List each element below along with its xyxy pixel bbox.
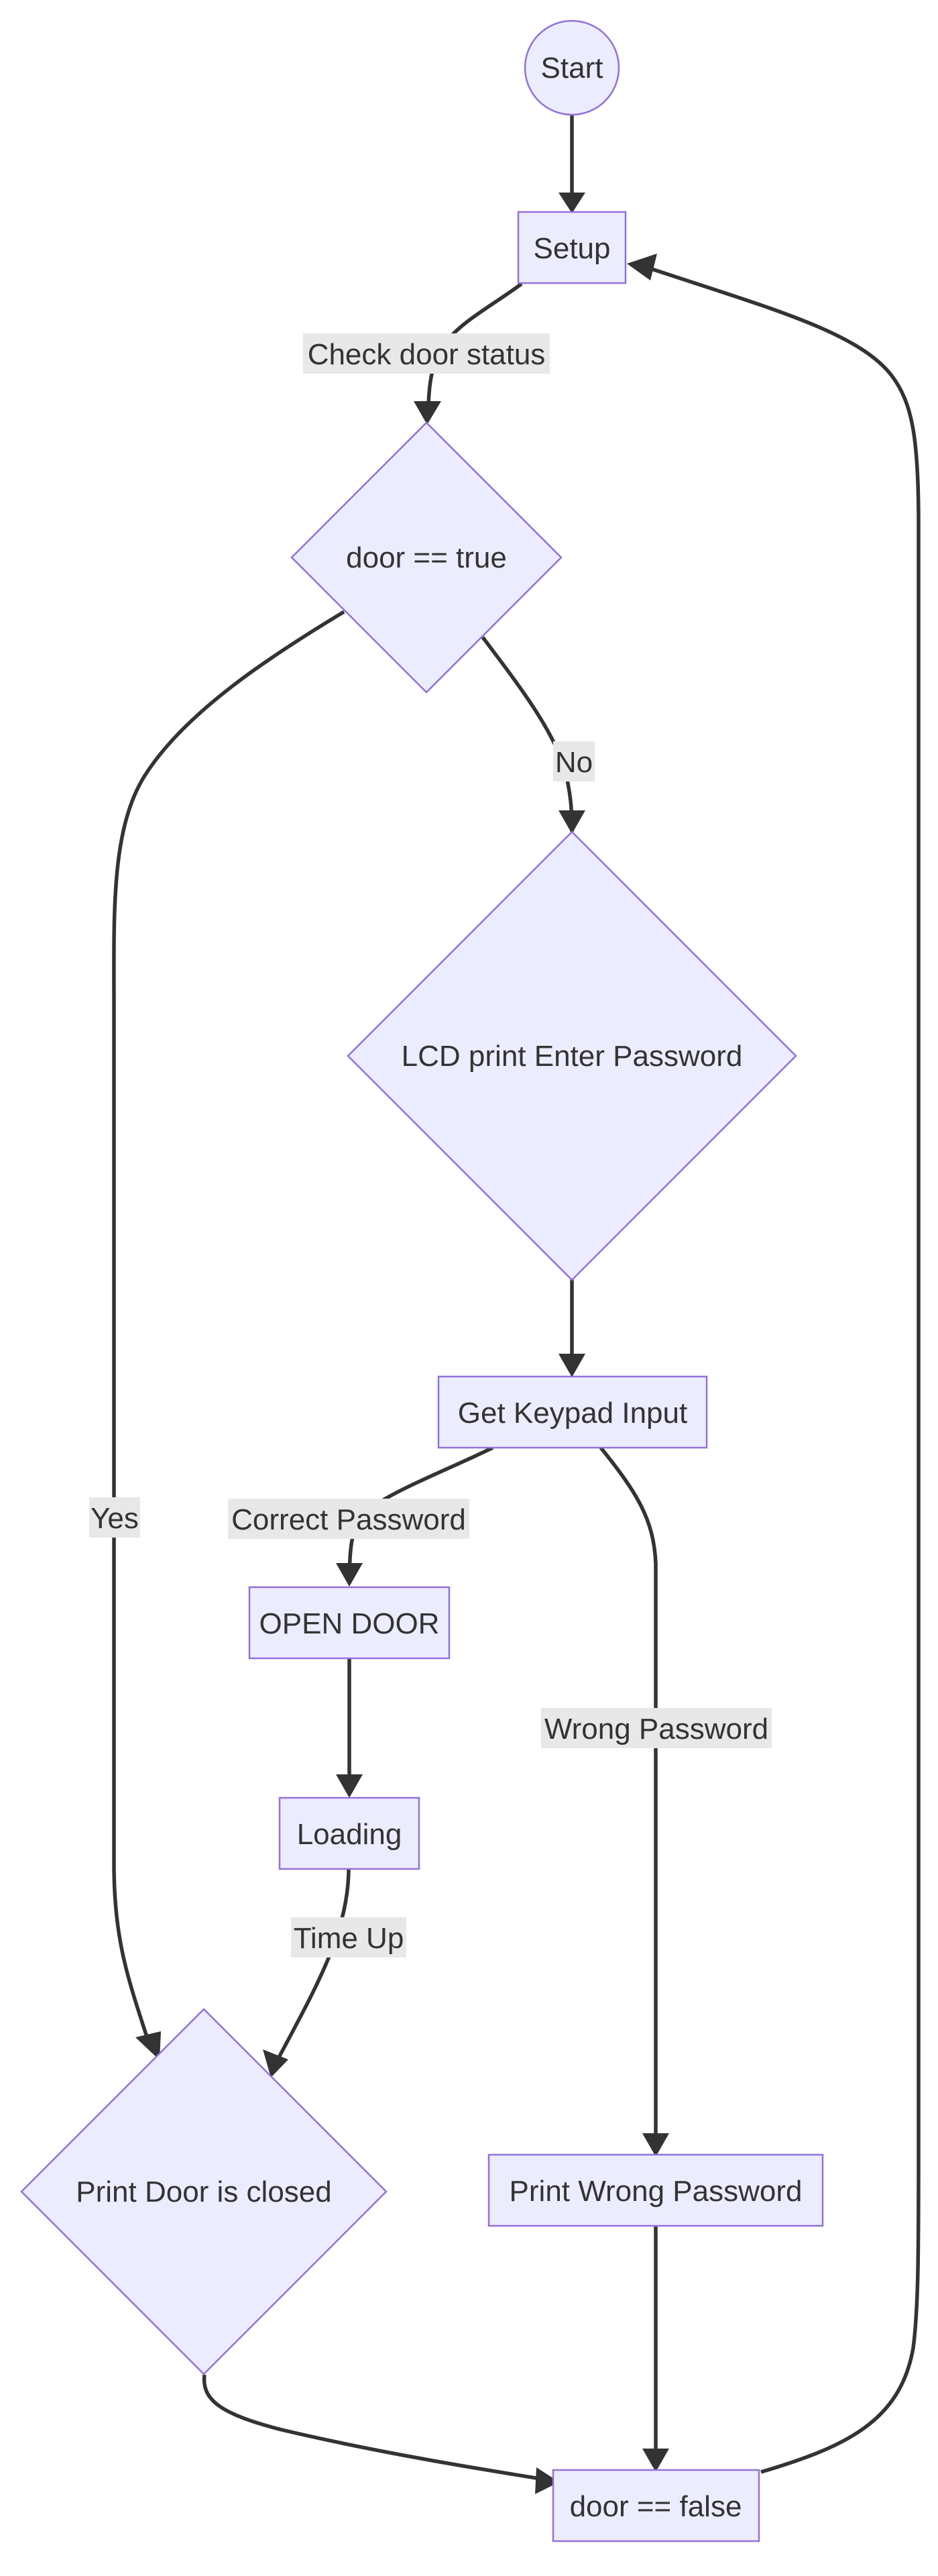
edge-door-true-closed [112,610,345,2050]
edge-label-wrong-password: Wrong Password [544,1713,768,1746]
edge-label-no: No [555,746,593,779]
edge-label-yes: Yes [91,1502,139,1535]
arrowhead-lcd [559,810,585,834]
node-open-door: OPEN DOOR [248,1586,451,1660]
node-keypad-label: Get Keypad Input [458,1397,687,1430]
node-door-true: door == true [290,421,563,694]
arrowhead-loading [336,1774,363,1798]
node-setup-label: Setup [534,232,611,265]
edge-label-time-up: Time Up [294,1922,404,1955]
node-keypad: Get Keypad Input [437,1375,708,1449]
arrowhead-door-true [414,401,441,425]
node-door-closed-label: Print Door is closed [76,2176,331,2208]
arrowhead-door-false-from-wrong [642,2449,669,2472]
edge-loading-closed [273,1868,351,2066]
node-loading: Loading [278,1796,420,1870]
edge-keypad-wrong [599,1446,658,2147]
edge-label-check-door: Check door status [308,338,546,371]
node-setup: Setup [517,211,627,284]
edge-labels: Check door status No Yes Correct Passwor… [89,333,772,1957]
arrowhead-closed-from-loading [263,2049,288,2078]
edge-closed-door-false [202,2374,549,2482]
edges [112,115,921,2494]
edge-label-correct-password: Correct Password [231,1503,466,1536]
arrowhead-keypad [559,1354,585,1377]
node-door-closed: Print Door is closed [20,2008,388,2375]
node-open-door-label: OPEN DOOR [259,1607,440,1640]
node-door-true-label: door == true [346,541,507,574]
arrowhead-setup-from-loop [627,254,657,280]
arrowhead-setup [559,193,585,213]
node-wrong-password-label: Print Wrong Password [510,2175,803,2208]
node-start-label: Start [541,52,603,85]
node-lcd-prompt-label: LCD print Enter Password [402,1040,743,1073]
node-door-false-label: door == false [570,2490,742,2523]
arrowhead-closed-from-yes [135,2031,161,2060]
node-door-false: door == false [552,2469,760,2542]
node-start: Start [524,19,620,116]
edge-door-true-lcd [481,636,574,833]
node-lcd-prompt: LCD print Enter Password [347,830,797,1281]
arrowhead-door-false-from-closed [535,2467,559,2494]
nodes: Start Setup door == true LCD print Enter… [20,19,824,2542]
edge-door-false-setup [643,264,921,2474]
arrowhead-wrong-pw [642,2133,669,2157]
node-wrong-password: Print Wrong Password [487,2153,824,2227]
node-loading-label: Loading [297,1818,402,1851]
arrowhead-open-door [336,1563,363,1587]
arrowheads [135,193,669,2494]
